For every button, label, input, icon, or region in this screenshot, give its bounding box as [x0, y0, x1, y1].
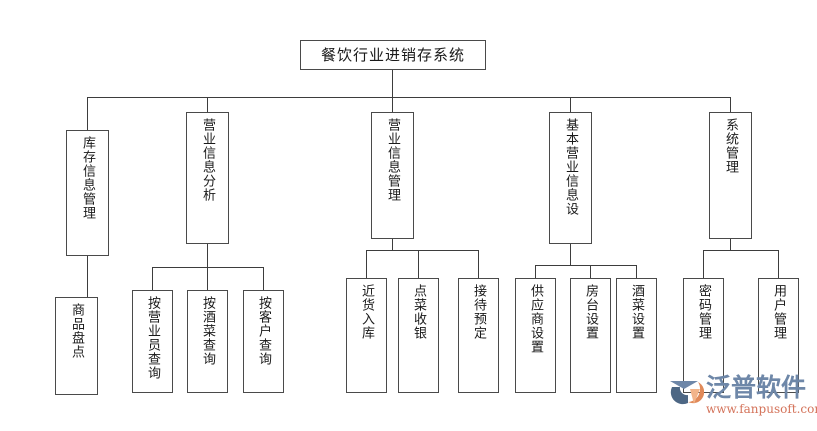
node-room-table-label: 房台设置 — [583, 284, 598, 340]
connector-drop-reservation — [478, 250, 479, 278]
connector-drop-by-customer — [263, 267, 264, 290]
connector-drop-analysis — [207, 97, 208, 112]
node-basic-setup-label: 基本营业信息设 — [563, 118, 578, 216]
node-inventory-label: 库存信息管理 — [80, 136, 95, 220]
node-by-dish[interactable]: 按酒菜查询 — [187, 290, 228, 393]
node-reservation[interactable]: 接待预定 — [458, 278, 499, 393]
node-stocktake-label: 商品盘点 — [69, 303, 84, 359]
node-biz-manage-label: 营业信息管理 — [385, 118, 400, 202]
node-analysis-label: 营业信息分析 — [200, 118, 215, 202]
connector-root-stem — [392, 70, 393, 97]
node-dish-setup-label: 酒菜设置 — [629, 284, 644, 340]
node-analysis[interactable]: 营业信息分析 — [186, 112, 229, 244]
node-system[interactable]: 系统管理 — [709, 112, 752, 239]
connector-drop-room-table — [590, 265, 591, 278]
node-system-label: 系统管理 — [723, 118, 738, 174]
node-basic-setup[interactable]: 基本营业信息设 — [549, 112, 592, 244]
connector-drop-password — [703, 250, 704, 278]
node-dish-setup[interactable]: 酒菜设置 — [616, 278, 657, 393]
connector-system-stem — [730, 238, 731, 250]
node-room-table[interactable]: 房台设置 — [570, 278, 611, 393]
connector-drop-dish-setup — [636, 265, 637, 278]
node-order-cashier[interactable]: 点菜收银 — [398, 278, 439, 393]
node-user[interactable]: 用户管理 — [758, 278, 799, 393]
connector-inventory-to-stocktake — [87, 255, 88, 297]
connector-drop-inventory — [87, 97, 88, 130]
connector-drop-basic-setup — [570, 97, 571, 112]
connector-drop-stock-in — [366, 250, 367, 278]
connector-biz-manage-stem — [392, 238, 393, 250]
connector-drop-system — [730, 97, 731, 112]
node-stock-in-label: 近货入库 — [359, 284, 374, 340]
connector-analysis-stem — [207, 243, 208, 267]
connector-system-bus — [703, 250, 778, 251]
node-supplier[interactable]: 供应商设置 — [515, 278, 556, 393]
node-stocktake[interactable]: 商品盘点 — [55, 297, 98, 395]
connector-drop-user — [778, 250, 779, 278]
node-by-customer-label: 按客户查询 — [256, 296, 271, 366]
node-password-label: 密码管理 — [696, 284, 711, 340]
node-biz-manage[interactable]: 营业信息管理 — [371, 112, 414, 239]
node-supplier-label: 供应商设置 — [528, 284, 543, 354]
node-user-label: 用户管理 — [771, 284, 786, 340]
node-by-clerk[interactable]: 按营业员查询 — [132, 290, 173, 393]
connector-level2-bus — [87, 97, 730, 98]
node-by-customer[interactable]: 按客户查询 — [243, 290, 284, 393]
connector-drop-by-clerk — [152, 267, 153, 290]
node-order-cashier-label: 点菜收银 — [411, 284, 426, 340]
connector-basic-setup-bus — [535, 265, 636, 266]
node-root-label: 餐饮行业进销存系统 — [320, 45, 465, 64]
connector-drop-supplier — [535, 265, 536, 278]
connector-biz-manage-bus — [366, 250, 478, 251]
node-password[interactable]: 密码管理 — [683, 278, 724, 393]
connector-drop-by-dish — [207, 267, 208, 290]
node-reservation-label: 接待预定 — [471, 284, 486, 340]
connector-drop-order-cashier — [418, 250, 419, 278]
node-inventory[interactable]: 库存信息管理 — [66, 130, 109, 256]
connector-basic-setup-stem — [570, 243, 571, 265]
connector-drop-biz-manage — [392, 97, 393, 112]
node-by-clerk-label: 按营业员查询 — [145, 296, 160, 380]
node-stock-in[interactable]: 近货入库 — [346, 278, 387, 393]
watermark-url: www.fanpusoft.com — [706, 402, 817, 416]
node-root[interactable]: 餐饮行业进销存系统 — [300, 40, 486, 70]
node-by-dish-label: 按酒菜查询 — [200, 296, 215, 366]
